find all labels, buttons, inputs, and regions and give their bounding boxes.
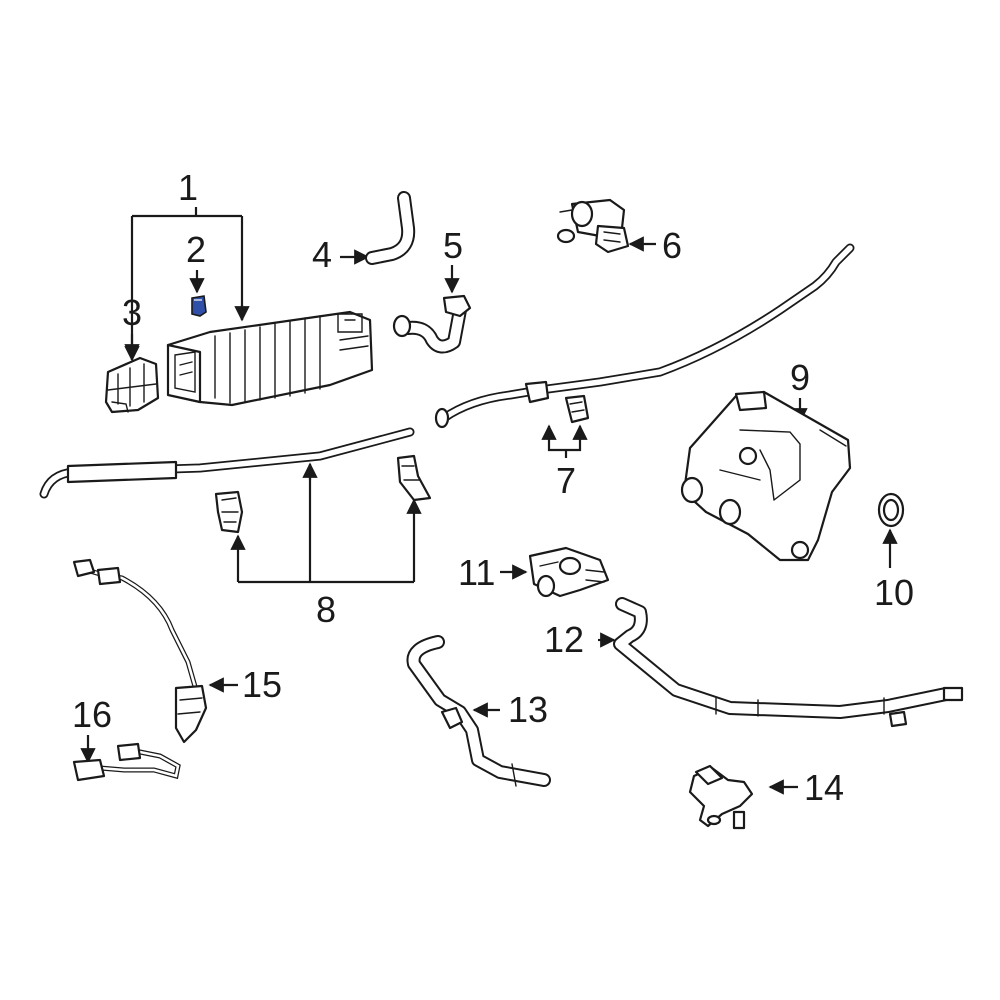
callout-16[interactable]: 16 <box>72 694 112 735</box>
callout-8[interactable]: 8 <box>316 589 336 630</box>
hose-12[interactable] <box>613 597 964 728</box>
callout-4[interactable]: 4 <box>312 234 332 275</box>
canister-clip[interactable] <box>191 295 207 317</box>
callout-14[interactable]: 14 <box>804 767 844 808</box>
vent-line[interactable] <box>434 243 855 429</box>
hose-13[interactable] <box>406 635 551 787</box>
canister-bracket[interactable] <box>104 356 160 414</box>
purge-valve[interactable] <box>556 198 630 254</box>
callout-1[interactable]: 1 <box>178 167 198 208</box>
leader-lines <box>80 207 898 795</box>
sensor-15[interactable] <box>72 558 208 744</box>
callout-6[interactable]: 6 <box>662 225 682 266</box>
callout-9[interactable]: 9 <box>790 357 810 398</box>
sensor-14[interactable] <box>688 764 754 830</box>
callout-15[interactable]: 15 <box>242 664 282 705</box>
fuel-line-8[interactable] <box>39 427 432 534</box>
callout-10[interactable]: 10 <box>874 572 914 613</box>
leak-detection-pump[interactable] <box>680 390 852 562</box>
callout-7[interactable]: 7 <box>556 460 576 501</box>
valve-11[interactable] <box>528 546 610 598</box>
callout-11[interactable]: 11 <box>458 552 495 593</box>
hose-5[interactable] <box>392 294 472 354</box>
sensor-16[interactable] <box>72 742 181 782</box>
callout-12[interactable]: 12 <box>544 619 584 660</box>
callout-5[interactable]: 5 <box>443 225 463 266</box>
callout-2[interactable]: 2 <box>186 229 206 270</box>
callout-13[interactable]: 13 <box>508 689 548 730</box>
hose-4[interactable] <box>365 191 416 265</box>
o-ring[interactable] <box>877 492 905 528</box>
vapor-canister[interactable] <box>166 310 374 407</box>
